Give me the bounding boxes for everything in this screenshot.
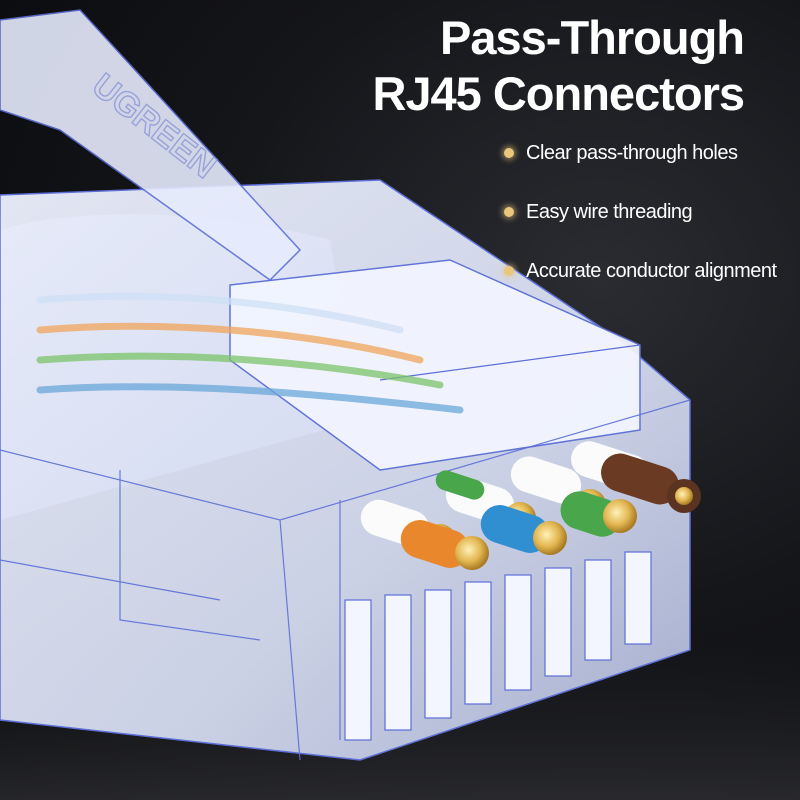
internal-wires [36,292,464,414]
wire-green2-end [560,491,637,537]
glowing-dot-icon [504,207,514,217]
headline: Pass-Through RJ45 Connectors [324,10,745,122]
connector-outline-lines [0,399,691,761]
glowing-dot-icon [504,148,514,158]
contact-blades [344,551,652,741]
feature-list: Clear pass-through holes Easy wire threa… [500,136,800,313]
latch-edge [379,344,641,381]
wire-ends [360,441,701,570]
wire-brown-end [601,453,701,513]
glowing-dot-icon [504,266,514,276]
feature-item: Clear pass-through holes [500,136,800,170]
wire-green-end [435,470,485,500]
headline-line-2: RJ45 Connectors [372,67,745,120]
feature-text: Easy wire threading [526,200,693,223]
wire-orange-end [400,520,489,570]
feature-text: Clear pass-through holes [526,141,738,164]
feature-item: Accurate conductor alignment [500,254,800,288]
wire-blue-end [480,505,567,555]
feature-text: Accurate conductor alignment [526,259,777,282]
headline-line-1: Pass-Through [440,11,745,64]
feature-item: Easy wire threading [500,195,800,229]
